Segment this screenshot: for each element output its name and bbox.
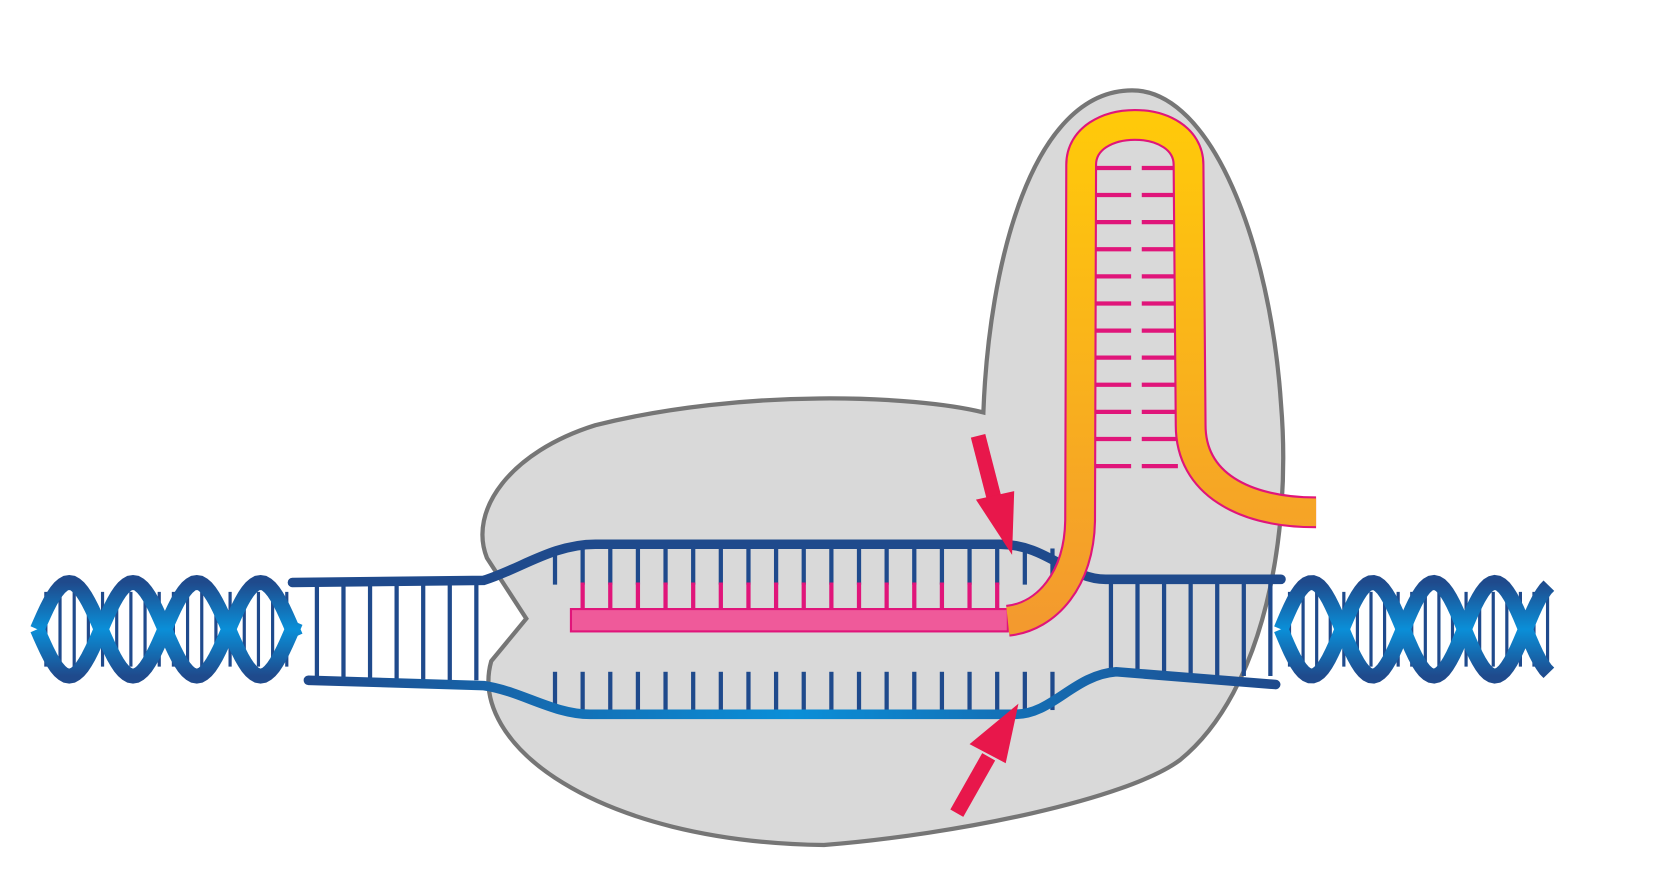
- guide-rna-scaffold: [1005, 109, 1317, 637]
- dna-right-helix: [1274, 574, 1555, 684]
- cut-site-arrow-icon: [970, 433, 1015, 555]
- helix-strand: [30, 574, 303, 684]
- base-pair-rungs: [314, 548, 1273, 711]
- guide-rna-spacer: [569, 608, 1009, 633]
- helix-strand: [1274, 574, 1555, 684]
- guide-base-pairs: [580, 582, 1000, 610]
- hairpin-base-pairs: [1094, 165, 1178, 469]
- dna-left-helix: [30, 574, 303, 684]
- cut-site-arrow-icon: [950, 703, 1019, 817]
- helix-strand: [1274, 574, 1555, 684]
